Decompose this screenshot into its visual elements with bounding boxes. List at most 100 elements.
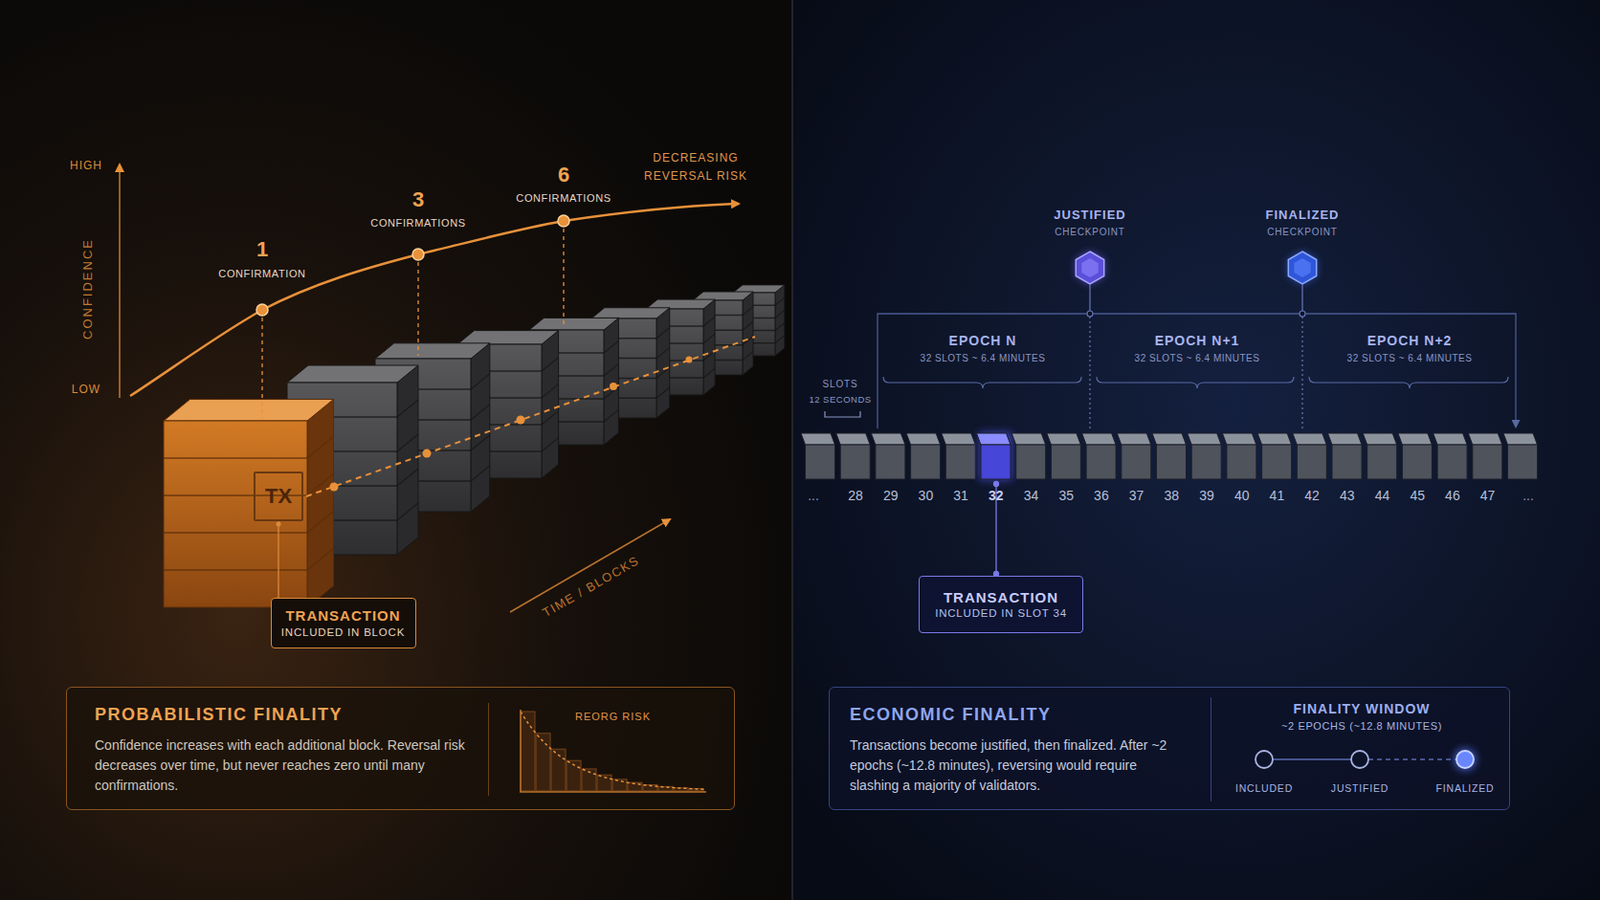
label-text: 31: [953, 488, 969, 504]
label-text: EPOCH N+2: [1367, 333, 1453, 349]
label-text: CONFIDENCE: [81, 238, 96, 340]
slot-block: [1328, 433, 1363, 445]
slot-block: [1226, 444, 1257, 480]
label-text: INCLUDED: [1235, 782, 1293, 795]
confirmation-leader: [417, 262, 419, 356]
chain-block: [775, 297, 785, 306]
label-text: 32 SLOTS ~ 6.4 MINUTES: [1347, 353, 1473, 365]
chain-dot: [330, 483, 339, 492]
time-arrow: [510, 519, 670, 613]
node-body: Confidence increases with each additiona…: [94, 735, 478, 797]
confirmation-dot: [256, 215, 570, 316]
leader-connector: [277, 521, 279, 599]
label-text: EPOCH N+1: [1155, 333, 1241, 349]
label-text: 12 SECONDS: [808, 395, 871, 406]
slot-leader: [994, 482, 1000, 488]
chain-dot: [686, 356, 693, 364]
slot-block: [1187, 433, 1223, 480]
reorg-chart: [612, 779, 627, 792]
info-panel: PROBABILISTIC FINALITYConfidence increas…: [66, 687, 735, 811]
slot-block: [906, 433, 941, 445]
label-text: ...: [807, 488, 820, 504]
slot-block: [1046, 433, 1082, 445]
checkpoint-line: [1301, 316, 1303, 431]
slot-block: [1011, 433, 1046, 480]
slot-block: [1467, 433, 1503, 445]
label-text: 30: [918, 488, 934, 504]
label-text: 32 SLOTS ~ 6.4 MINUTES: [920, 353, 1046, 365]
finality-track: [1456, 751, 1474, 769]
slot-block: [1472, 444, 1503, 480]
label-text: CONFIRMATION: [218, 267, 306, 281]
slot-block: [1292, 433, 1328, 445]
chain-dot: [330, 356, 693, 492]
slot-block: [800, 432, 1538, 481]
chain-block: [470, 343, 490, 512]
slot-block: [1508, 444, 1538, 480]
node-body: INCLUDED IN BLOCK: [281, 625, 405, 641]
chain-block: [656, 308, 670, 419]
chain-block: [163, 532, 308, 534]
slot-block: [870, 433, 906, 445]
info-panel: ECONOMIC FINALITYTransactions become jus…: [828, 687, 1511, 811]
slot-block: [1362, 433, 1398, 445]
chain-block: [656, 367, 670, 378]
label-text: 1: [256, 237, 268, 262]
checkpoint-hexagon: [1075, 251, 1104, 285]
checkpoint-hexagon: [1288, 251, 1316, 285]
chain-block: [703, 299, 715, 396]
chain-block: [307, 511, 334, 534]
chain-block: [742, 307, 754, 316]
slot-block: [1152, 433, 1187, 445]
label-text: 34: [1023, 488, 1040, 504]
checkpoint-line: [1088, 284, 1090, 312]
chain-block: [703, 316, 715, 327]
chain-block: [603, 363, 619, 377]
label-text: 38: [1164, 488, 1180, 504]
chain-block: [775, 310, 785, 318]
reorg-chart: [535, 733, 551, 792]
background: [0, 0, 793, 900]
slot-block: [1257, 433, 1292, 480]
chain-block: [541, 384, 559, 399]
label-text: HIGH: [69, 159, 103, 174]
chain-block: [163, 400, 334, 609]
label-text: 47: [1480, 488, 1496, 504]
background: [791, 0, 794, 900]
slot-block: [800, 433, 836, 445]
epoch-brace: [1309, 377, 1509, 389]
slot-block: [875, 444, 906, 480]
chain-block: [307, 437, 334, 460]
checkpoint-line: [1301, 284, 1303, 312]
chain-block: [163, 457, 308, 460]
reorg-chart: [658, 786, 673, 792]
chain-block: [397, 434, 419, 452]
label-text: CHECKPOINT: [1054, 226, 1126, 239]
node-heading: FINALITY WINDOW: [1211, 701, 1512, 717]
checkpoint-line: [1087, 284, 1306, 431]
tx-block-label: TX: [253, 471, 304, 522]
label-text: JUSTIFIED: [1053, 208, 1126, 223]
chain-block: [742, 351, 754, 360]
chain-block: [287, 365, 419, 383]
checkpoint-line: [1087, 311, 1093, 317]
confirmation-leader: [261, 317, 263, 420]
time-arrow: [510, 519, 670, 613]
node-heading: ECONOMIC FINALITY: [849, 705, 1052, 726]
label-text: 35: [1058, 488, 1074, 504]
checkpoint-hexagon: [1081, 258, 1098, 278]
chain-block: [163, 569, 308, 572]
slot-block: [1401, 444, 1432, 480]
finality-track: [1454, 749, 1476, 771]
label-text: 45: [1409, 488, 1425, 504]
chain-link: [306, 336, 756, 497]
node-heading: TRANSACTION: [285, 606, 400, 626]
slot-block: [945, 444, 976, 480]
slot-block: [1116, 433, 1152, 445]
slot-block: [1187, 433, 1223, 445]
node-body: ~2 EPOCHS (~12.8 MINUTES): [1211, 720, 1512, 733]
slot-block: [805, 444, 836, 480]
chain-block: [591, 308, 670, 319]
label-text: SLOTS: [822, 378, 859, 391]
